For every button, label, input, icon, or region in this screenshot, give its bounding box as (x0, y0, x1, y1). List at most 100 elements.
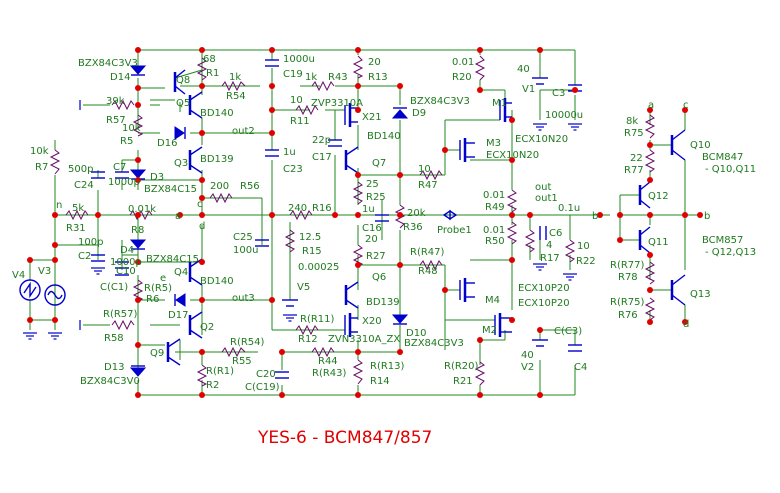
label-r48: R48 (418, 266, 438, 277)
label-q6: Q6 (372, 272, 386, 283)
label-r7-value: 10k (30, 146, 49, 157)
label-r75-value: 8k (626, 116, 638, 127)
label-out1: out1 (535, 193, 558, 204)
label-c19-value: 1000u (283, 54, 315, 65)
label-v5: V5 (297, 282, 310, 293)
label-r44: R44 (318, 356, 338, 367)
resistor-R56 (209, 192, 233, 204)
resistor-R43 (311, 80, 335, 92)
label-c3-value: 10000u (545, 110, 583, 121)
label-c2: C2 (78, 251, 91, 262)
label-probe1: Probe1 (437, 225, 472, 236)
label-x20: X20 (362, 316, 382, 327)
resistor-R1 (196, 57, 208, 81)
diode-D10 (391, 314, 409, 325)
transistor-Q6 (344, 281, 359, 309)
resistor-R7 (49, 149, 61, 175)
label-r14: R14 (370, 376, 390, 387)
mosfet-M1 (499, 98, 512, 122)
resistor-R54 (221, 80, 246, 92)
label-bd140-b: BD140 (367, 131, 401, 142)
label-c17-value: 22p (312, 135, 331, 146)
label-r47: R47 (418, 180, 438, 191)
capacitor-C10 (115, 261, 129, 269)
label-bd140-c: BD140 (200, 276, 234, 287)
label-c23: C23 (283, 164, 303, 175)
label-r31-value: 5k (72, 203, 84, 214)
label-d4: D4 (120, 245, 134, 256)
label-r25: R25 (366, 192, 386, 203)
label-r43-value: 1k (305, 72, 317, 83)
label-q4: Q4 (174, 267, 188, 278)
label-zvn3310a: ZVN3310A_ZX (328, 334, 400, 345)
resistor-R20 (474, 55, 486, 81)
resistor-R75 (644, 114, 656, 139)
label-d3: D3 (150, 172, 164, 183)
resistor-R55 (221, 346, 246, 358)
label-r6: R6 (146, 294, 159, 305)
label-out2: out2 (232, 126, 255, 137)
label-r58: R58 (104, 333, 124, 344)
label-m1: M1 (492, 98, 507, 109)
mosfet-X20 (344, 313, 358, 337)
label-d14: D14 (110, 72, 130, 83)
label-r49: R49 (485, 202, 505, 213)
label-out3: out3 (232, 293, 255, 304)
label-c25: C25 (233, 232, 253, 243)
transistor-Q9 (166, 338, 181, 366)
label-r54: R54 (226, 91, 246, 102)
resistor-R5 (132, 114, 144, 137)
label-d13-value: BZX84C3V0 (80, 376, 140, 387)
label-r57-value: 39k (106, 96, 125, 107)
label-node-e: e (160, 273, 166, 284)
label-r56: R56 (240, 181, 260, 192)
label-v2-value: 40 (521, 350, 534, 361)
label-r31: R31 (66, 223, 86, 234)
label-r50-value: 0.01 (483, 225, 505, 236)
label-c17: C17 (312, 152, 332, 163)
capacitor-C19 (265, 59, 279, 67)
label-r5: R5 (120, 136, 133, 147)
label-m4: M4 (485, 295, 500, 306)
mosfet-M4 (459, 278, 475, 302)
label-r1-value: 68 (203, 54, 216, 65)
label-r7: R7 (35, 162, 48, 173)
label-r27-value: 20 (365, 234, 378, 245)
label-r56-value: 200 (210, 181, 229, 192)
label-r11-value: 10 (290, 95, 303, 106)
resistor-R76 (644, 297, 656, 321)
probe-Probe1 (442, 209, 458, 221)
label-r20: R20 (452, 72, 472, 83)
label-node-c: c (197, 199, 203, 210)
label-bd140-a: BD140 (200, 108, 234, 119)
label-v5-value: 0.00025 (298, 262, 339, 273)
resistor-R15 (284, 229, 296, 253)
label-v1-value: 40 (517, 64, 530, 75)
capacitor-C25 (255, 239, 269, 247)
schematic-title: YES-6 - BCM847/857 (257, 428, 432, 448)
label-bcm857-parts: - Q12,Q13 (705, 247, 756, 258)
label-rr20: R(R20) (444, 361, 479, 372)
transistor-Q12 (638, 181, 651, 209)
resistor-R21 (474, 361, 486, 386)
mosfet-M3 (459, 138, 475, 162)
label-d9: D9 (412, 108, 426, 119)
label-c4: C4 (574, 362, 587, 373)
label-rr1: R(R1) (206, 366, 234, 377)
label-q12: Q12 (648, 191, 669, 202)
battery-V1 (532, 77, 548, 85)
resistor-R22 (564, 239, 576, 263)
resistor-R16 (289, 209, 313, 221)
label-v2: V2 (521, 362, 534, 373)
label-r49-value: 0.01 (483, 190, 505, 201)
resistor-R14 (352, 359, 364, 385)
label-rr43: R(R43) (312, 368, 347, 379)
capacitor-C4 (568, 344, 582, 352)
label-rr5: R(R5) (144, 283, 172, 294)
label-ecx10p20-a: ECX10P20 (518, 283, 570, 294)
label-r22: R22 (576, 256, 596, 267)
label-d10: D10 (406, 328, 426, 339)
label-node-n: n (56, 200, 62, 211)
resistor-R6 (132, 279, 144, 302)
label-c2-value: 100p (78, 237, 103, 248)
